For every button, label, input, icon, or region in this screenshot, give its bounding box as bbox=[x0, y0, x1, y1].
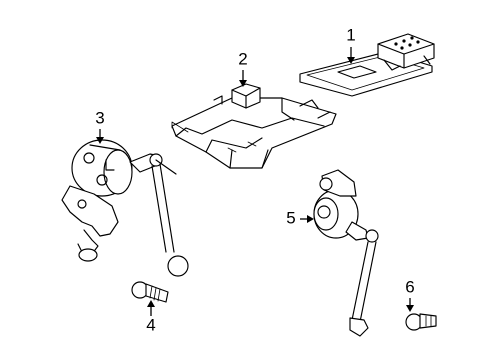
callout-2: 2 bbox=[238, 49, 248, 87]
callout-3-label: 3 bbox=[95, 108, 104, 127]
callout-1: 1 bbox=[346, 25, 356, 64]
callout-4: 4 bbox=[146, 300, 156, 334]
callout-5-arrowhead bbox=[307, 215, 314, 223]
callout-1-arrowhead bbox=[347, 57, 355, 64]
callout-6-label: 6 bbox=[405, 277, 414, 296]
part-2-bracket bbox=[171, 83, 337, 169]
callout-1-label: 1 bbox=[346, 25, 355, 44]
callout-5-label: 5 bbox=[286, 208, 295, 227]
callout-4-arrowhead bbox=[147, 300, 155, 307]
part-6-bolt bbox=[405, 313, 437, 331]
part-3-height-sensor bbox=[61, 139, 189, 277]
part-1-control-module bbox=[299, 33, 435, 97]
callout-2-label: 2 bbox=[238, 49, 247, 68]
callout-6-arrowhead bbox=[406, 305, 414, 312]
part-4-bolt bbox=[131, 281, 169, 303]
callout-2-arrowhead bbox=[239, 80, 247, 87]
callout-6: 6 bbox=[405, 277, 415, 312]
callout-3: 3 bbox=[95, 108, 105, 144]
callout-3-arrowhead bbox=[96, 137, 104, 144]
part-5-height-sensor bbox=[313, 169, 379, 337]
callout-4-label: 4 bbox=[146, 315, 155, 334]
callout-5: 5 bbox=[286, 208, 314, 227]
